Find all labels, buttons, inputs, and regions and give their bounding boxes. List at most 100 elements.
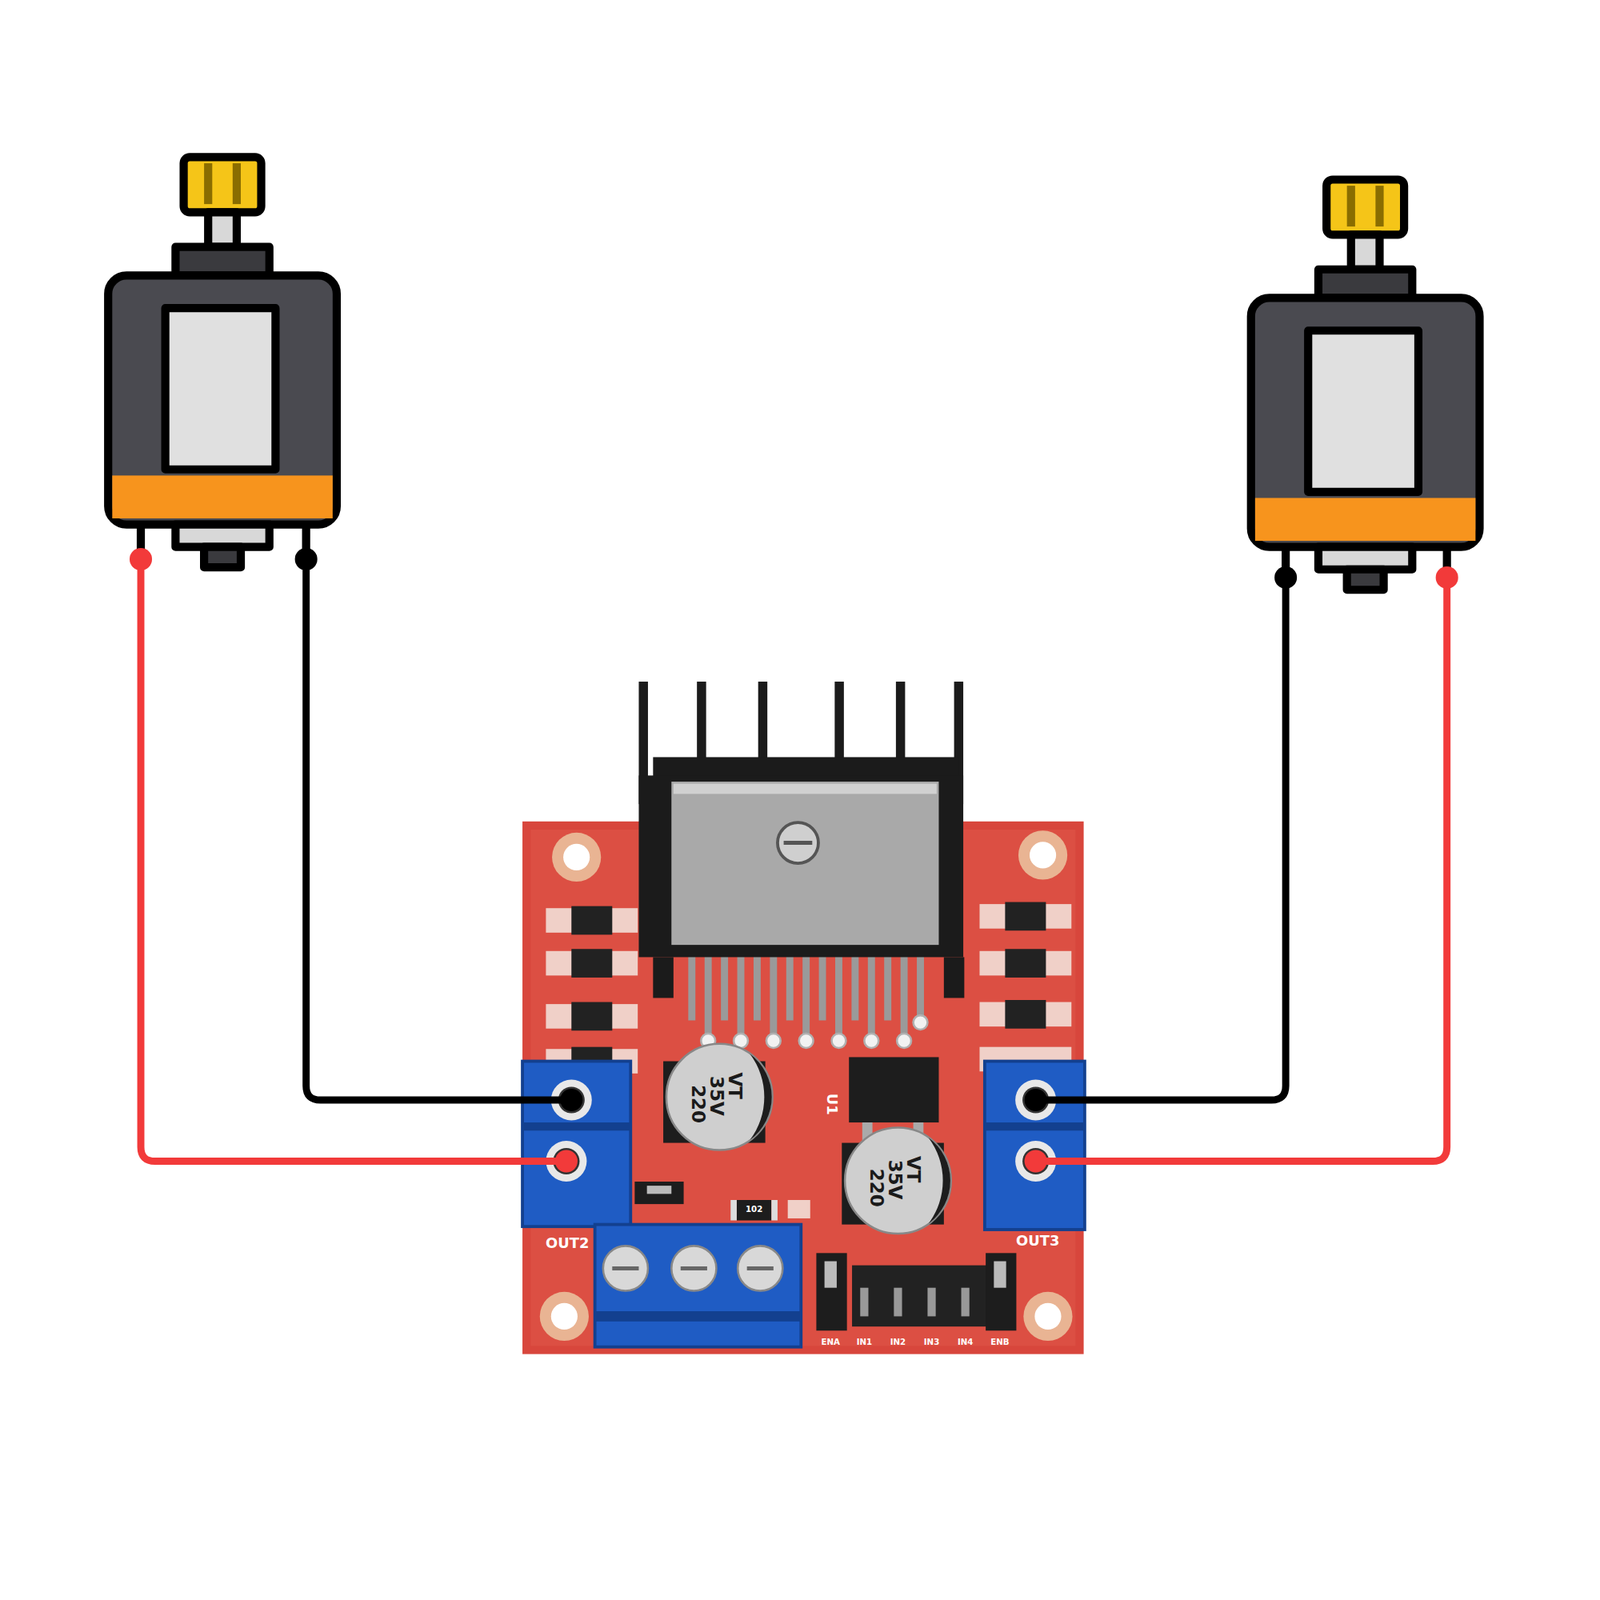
smd-resistor-part bbox=[771, 1200, 778, 1221]
pin-name: ENA bbox=[821, 1338, 840, 1347]
mounting-hole-part bbox=[1034, 1303, 1061, 1330]
terminal-block-part bbox=[603, 1245, 648, 1291]
wire-end-dot-part bbox=[1024, 1088, 1048, 1112]
solder-pad-part bbox=[832, 1033, 847, 1048]
dc-motor-part bbox=[1375, 185, 1384, 227]
terminal-block-part bbox=[595, 1311, 802, 1322]
ic-pins-part bbox=[900, 948, 908, 1039]
jumper-part bbox=[647, 1185, 672, 1194]
terminal-name: OUT3 bbox=[1016, 1233, 1060, 1248]
capacitor-voltage: 35V bbox=[885, 1160, 904, 1200]
smd-diode-part bbox=[1004, 902, 1046, 932]
pin-name: IN3 bbox=[924, 1338, 940, 1347]
pin-name: IN4 bbox=[957, 1338, 973, 1347]
wire-end-dot bbox=[129, 548, 1459, 1173]
heatsink-part bbox=[673, 784, 937, 795]
heatsink-part bbox=[671, 781, 939, 945]
pin-name: IN2 bbox=[890, 1338, 906, 1347]
pin-header-part bbox=[893, 1288, 902, 1317]
solder-pad-part bbox=[913, 1015, 928, 1030]
wire-end-dot-part bbox=[129, 548, 152, 571]
resistor-code: 102 bbox=[745, 1206, 763, 1215]
wire-end-dot-part bbox=[1436, 566, 1459, 589]
dc-motor-part bbox=[1255, 497, 1476, 541]
pin-header-part bbox=[985, 1252, 1016, 1331]
ic-pins-part bbox=[802, 948, 810, 1039]
capacitor-value: 220 bbox=[867, 1168, 886, 1208]
terminal-block-part bbox=[1022, 1148, 1049, 1175]
dc-motor-part bbox=[232, 163, 241, 204]
dc-motor-part bbox=[165, 308, 276, 470]
motor-wire-part bbox=[1036, 577, 1287, 1100]
dc-motor-part bbox=[1318, 269, 1412, 299]
dc-motor-part bbox=[1351, 234, 1380, 269]
dc-motor-part bbox=[175, 247, 269, 276]
smd-resistor-part bbox=[730, 1200, 737, 1221]
capacitor-voltage: 35V bbox=[707, 1076, 726, 1116]
ic-pins-part bbox=[851, 948, 859, 1020]
terminal-block-part bbox=[1022, 1086, 1049, 1113]
capacitor-value: 220 bbox=[688, 1084, 708, 1124]
dc-motor-part bbox=[1347, 569, 1384, 591]
terminal-block-part bbox=[984, 1061, 1085, 1230]
ic-pins-part bbox=[688, 948, 696, 1020]
pin-name: IN1 bbox=[856, 1338, 872, 1347]
mounting-hole-part bbox=[1018, 830, 1068, 880]
dc-motor bbox=[1251, 179, 1480, 590]
terminal-block-part bbox=[552, 1148, 580, 1175]
mounting-hole-part bbox=[551, 1303, 578, 1330]
terminal-block-part bbox=[612, 1266, 639, 1271]
smd-diode-part bbox=[571, 948, 612, 978]
dc-motor-part bbox=[204, 547, 241, 568]
ic-pins-part bbox=[753, 948, 761, 1020]
pin-header-part bbox=[860, 1288, 868, 1317]
terminal-block-part bbox=[984, 1122, 1085, 1131]
pin-header-part bbox=[927, 1288, 936, 1317]
terminal-block-part bbox=[680, 1266, 708, 1271]
pin-name: ENB bbox=[990, 1338, 1009, 1347]
smd-resistor-part bbox=[736, 1200, 772, 1221]
dc-motor-part bbox=[1308, 330, 1419, 492]
terminal-block-part bbox=[671, 1245, 716, 1291]
dc-motor bbox=[108, 156, 337, 568]
capacitor-part bbox=[928, 1137, 951, 1224]
smd-diode-part bbox=[1004, 1000, 1046, 1029]
dc-motor-part bbox=[112, 475, 333, 519]
ic-pins-part bbox=[786, 948, 794, 1020]
wire-end-dot-part bbox=[555, 1150, 578, 1173]
solder-pad-part bbox=[766, 1033, 781, 1048]
terminal-block-part bbox=[522, 1061, 631, 1228]
pin-header-part bbox=[816, 1252, 847, 1331]
dc-motor-part bbox=[1347, 185, 1356, 227]
terminal-block-part bbox=[522, 1122, 631, 1131]
dc-motor-part bbox=[184, 156, 262, 212]
dc-motor-part bbox=[208, 212, 237, 247]
heatsink-part bbox=[784, 840, 813, 845]
ic-pins-part bbox=[916, 948, 924, 1020]
heatsink-part bbox=[638, 775, 964, 957]
pin-header bbox=[816, 1252, 1016, 1331]
pin-header-part bbox=[824, 1261, 837, 1288]
motor-wire bbox=[140, 559, 1448, 1162]
motor-wire-part bbox=[140, 559, 567, 1162]
capacitor-part bbox=[666, 1044, 773, 1151]
capacitor-part bbox=[844, 1127, 952, 1234]
mounting-hole-part bbox=[552, 832, 601, 882]
jumper-part bbox=[634, 1181, 684, 1204]
wire-end-dot-part bbox=[1024, 1150, 1048, 1173]
terminal-block-part bbox=[595, 1224, 802, 1348]
l298n-board bbox=[522, 681, 1085, 1355]
ic-pins-part bbox=[769, 948, 777, 1039]
dc-motor-part bbox=[1326, 179, 1404, 235]
pin-header-part bbox=[993, 1261, 1006, 1288]
ic-pins-part bbox=[835, 948, 843, 1039]
terminal-name: OUT2 bbox=[545, 1236, 589, 1251]
mounting-hole-part bbox=[540, 1292, 589, 1341]
solder-pad-part bbox=[864, 1033, 879, 1048]
solder-pad-part bbox=[896, 1033, 912, 1048]
pin-header-part bbox=[961, 1288, 970, 1317]
capacitor-series: VT bbox=[725, 1072, 744, 1099]
mounting-hole-part bbox=[1023, 1292, 1072, 1341]
